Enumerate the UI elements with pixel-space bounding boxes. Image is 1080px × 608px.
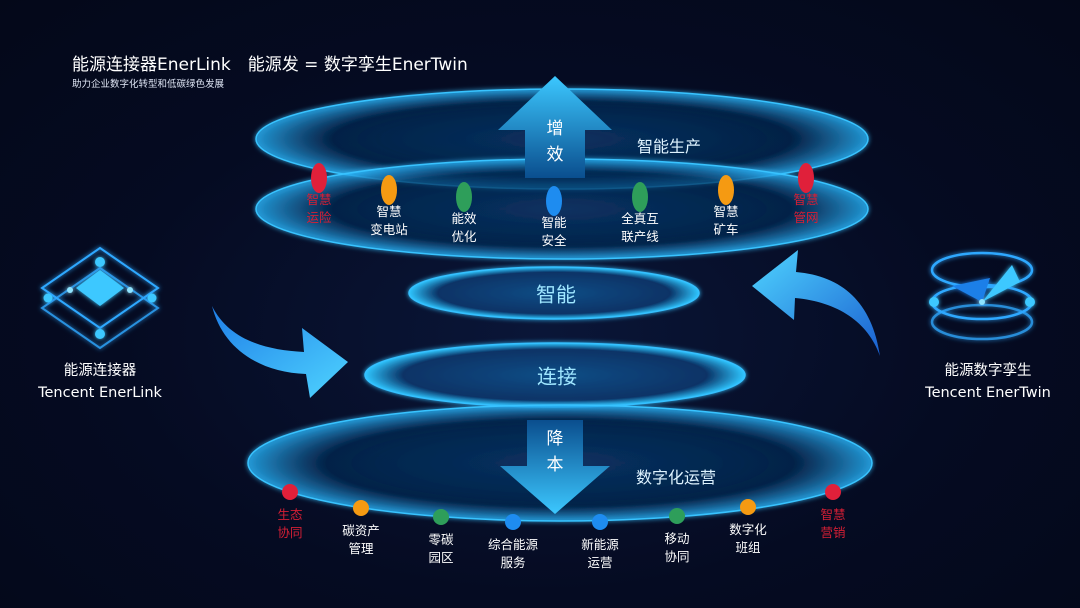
node-label-line: 服务 (500, 555, 526, 570)
node-label: 智慧营销 (820, 506, 845, 542)
node-label-line: 零碳 (428, 532, 454, 547)
reduce-cost-arrow (500, 420, 610, 514)
node-label-line: 能效 (451, 211, 477, 226)
node-label-line: 智慧 (713, 204, 739, 219)
smart-production-label: 智能生产 (637, 137, 702, 156)
arrow-char: 效 (546, 145, 564, 165)
node-label-line: 生态 (277, 507, 303, 522)
right-product-name: 能源数字孪生 (944, 363, 1032, 379)
page-subtitle: 助力企业数字化转型和低碳绿色发展 (72, 79, 225, 90)
node-label: 智慧运险 (306, 191, 331, 227)
node-label-line: 矿车 (713, 222, 739, 237)
node-dot (740, 499, 756, 515)
node-label-line: 联产线 (621, 229, 659, 244)
left-curved-arrow (212, 306, 348, 398)
right-product-name-en: Tencent EnerTwin (925, 385, 1051, 401)
node-label-line: 班组 (735, 540, 761, 555)
node-dot (381, 175, 397, 205)
node-label-line: 碳资产 (342, 523, 380, 538)
node-label-line: 管理 (348, 541, 374, 556)
left-product-name-en: Tencent EnerLink (38, 385, 162, 401)
node-dot (282, 484, 298, 500)
node-label: 能效优化 (451, 210, 476, 246)
node-label-line: 园区 (428, 550, 454, 565)
increase-efficiency-text: 增 效 (545, 116, 565, 168)
node-dot (311, 163, 327, 193)
node-label-line: 运营 (587, 555, 613, 570)
bottom-ring-dots (282, 484, 841, 530)
node-label: 智慧变电站 (370, 203, 408, 239)
node-label-line: 运险 (306, 210, 332, 225)
node-label-line: 数字化 (729, 522, 767, 537)
node-label-line: 协同 (277, 525, 303, 540)
twin-cylinder-icon (929, 251, 1035, 341)
layers-icon (40, 246, 160, 350)
node-label: 碳资产管理 (342, 522, 380, 558)
node-dot (456, 182, 472, 212)
left-product-label: 能源连接器 Tencent EnerLink (38, 360, 162, 404)
node-dot (825, 484, 841, 500)
node-dot (353, 500, 369, 516)
left-product-name: 能源连接器 (63, 363, 137, 379)
node-dot (669, 508, 685, 524)
node-label: 智慧矿车 (713, 203, 738, 239)
node-label-line: 智慧 (820, 507, 846, 522)
arrow-char: 增 (546, 119, 564, 139)
node-label: 数字化班组 (729, 521, 767, 557)
node-label-line: 协同 (664, 549, 690, 564)
node-label-line: 智慧 (306, 192, 332, 207)
node-dot (718, 175, 734, 205)
node-dot (433, 509, 449, 525)
node-label-line: 智慧 (376, 204, 402, 219)
arrow-char: 降 (546, 429, 564, 449)
smart-label: 智能 (536, 282, 576, 307)
right-curved-arrow (752, 250, 880, 356)
node-label-line: 全真互 (621, 211, 659, 226)
reduce-cost-text: 降 本 (545, 426, 565, 478)
node-label: 综合能源服务 (488, 536, 538, 572)
node-label-line: 管网 (793, 210, 819, 225)
node-label: 新能源运营 (581, 536, 619, 572)
right-product-label: 能源数字孪生 Tencent EnerTwin (925, 360, 1051, 404)
node-dot (592, 514, 608, 530)
node-label: 生态协同 (277, 506, 302, 542)
top-ring-dots (311, 163, 814, 216)
arrow-char: 本 (546, 455, 564, 475)
page-title: 能源连接器EnerLink 能源发 = 数字孪生EnerTwin (72, 55, 468, 75)
smart-disc (408, 266, 700, 320)
node-dot (546, 186, 562, 216)
node-label-line: 变电站 (370, 222, 408, 237)
node-dot (632, 182, 648, 212)
node-label-line: 优化 (451, 229, 477, 244)
node-label: 智能安全 (541, 214, 566, 250)
node-dot (798, 163, 814, 193)
node-dot (505, 514, 521, 530)
increase-efficiency-arrow (498, 76, 612, 178)
node-label-line: 安全 (541, 233, 567, 248)
node-label-line: 移动 (664, 531, 690, 546)
node-label: 全真互联产线 (621, 210, 659, 246)
node-label-line: 智慧 (793, 192, 819, 207)
node-label: 智慧管网 (793, 191, 818, 227)
node-label-line: 营销 (820, 525, 846, 540)
node-label-line: 综合能源 (487, 537, 539, 552)
node-label-line: 新能源 (581, 537, 619, 552)
node-label-line: 智能 (541, 215, 567, 230)
connect-label: 连接 (537, 364, 577, 389)
node-label: 零碳园区 (428, 531, 453, 567)
node-label: 移动协同 (664, 530, 689, 566)
digital-operation-label: 数字化运营 (636, 468, 717, 487)
